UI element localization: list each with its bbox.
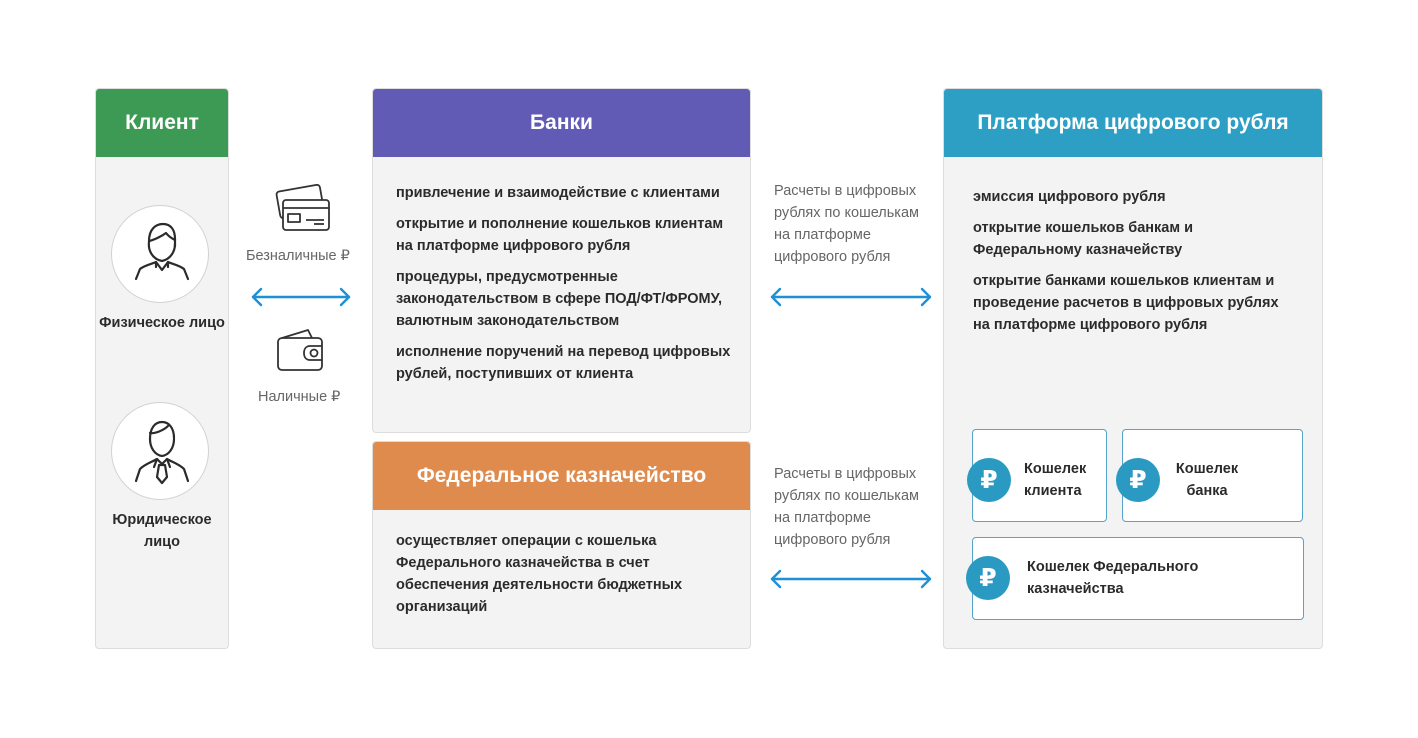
ruble-coin-icon: ₽	[967, 458, 1011, 502]
treasury-panel: Федеральное казначейство осуществляет оп…	[372, 441, 751, 649]
ruble-coin-icon: ₽	[966, 556, 1010, 600]
legal-circle	[111, 402, 209, 500]
wallet-icon	[277, 329, 323, 371]
platform-list: эмиссия цифрового рубля открытие кошельк…	[973, 186, 1298, 345]
ruble-coin-icon: ₽	[1116, 458, 1160, 502]
man-avatar-icon	[134, 222, 190, 281]
platform-item: открытие кошельков банкам и Федеральному…	[973, 220, 1194, 258]
treasury-wallet-label: Кошелек Федерального казначейства	[1027, 559, 1199, 597]
banks-item: исполнение поручений на перевод цифровых…	[396, 344, 731, 382]
platform-panel: Платформа цифрового рубля эмиссия цифров…	[943, 88, 1323, 649]
banks-list: привлечение и взаимодействие с клиентами…	[396, 182, 732, 394]
legal-label: Юридическое лицо	[112, 512, 212, 550]
banks-item: привлечение и взаимодействие с клиентами	[396, 185, 720, 201]
banks-item: открытие и пополнение кошельков клиентам…	[396, 216, 724, 254]
banks-title: Банки	[373, 89, 750, 157]
cashless-label: Безналичные ₽	[246, 248, 350, 264]
businessman-tie-icon	[134, 420, 190, 485]
platform-item: эмиссия цифрового рубля	[973, 189, 1166, 205]
treasury-item: осуществляет операции с кошелька Федерал…	[396, 533, 683, 615]
client-title: Клиент	[96, 89, 228, 157]
client-panel: Клиент	[95, 88, 229, 649]
banks-item: процедуры, предусмотренные законодательс…	[396, 269, 723, 329]
treasury-platform-double-arrow-icon	[770, 569, 932, 589]
treasury-list: осуществляет операции с кошелька Федерал…	[396, 530, 690, 627]
banks-panel: Банки привлечение и взаимодействие с кли…	[372, 88, 751, 433]
client-bank-double-arrow-icon	[251, 287, 351, 307]
platform-item: открытие банками кошельков клиентам и пр…	[973, 273, 1279, 333]
client-wallet-label: Кошелек клиента	[1024, 461, 1087, 499]
bank-wallet-label: Кошелек банка	[1175, 461, 1239, 499]
treasury-title: Федеральное казначейство	[373, 442, 750, 510]
banks-platform-double-arrow-icon	[770, 287, 932, 307]
individual-circle	[111, 205, 209, 303]
cash-label: Наличные ₽	[258, 389, 341, 405]
treasury-settlement-label: Расчеты в цифровых рублях по кошелькам н…	[774, 466, 919, 548]
individual-label: Физическое лицо	[99, 315, 225, 331]
platform-title: Платформа цифрового рубля	[944, 89, 1322, 157]
credit-cards-icon	[275, 184, 330, 231]
treasury-wallet-box	[972, 537, 1304, 620]
banks-settlement-label: Расчеты в цифровых рублях по кошелькам н…	[774, 183, 919, 265]
